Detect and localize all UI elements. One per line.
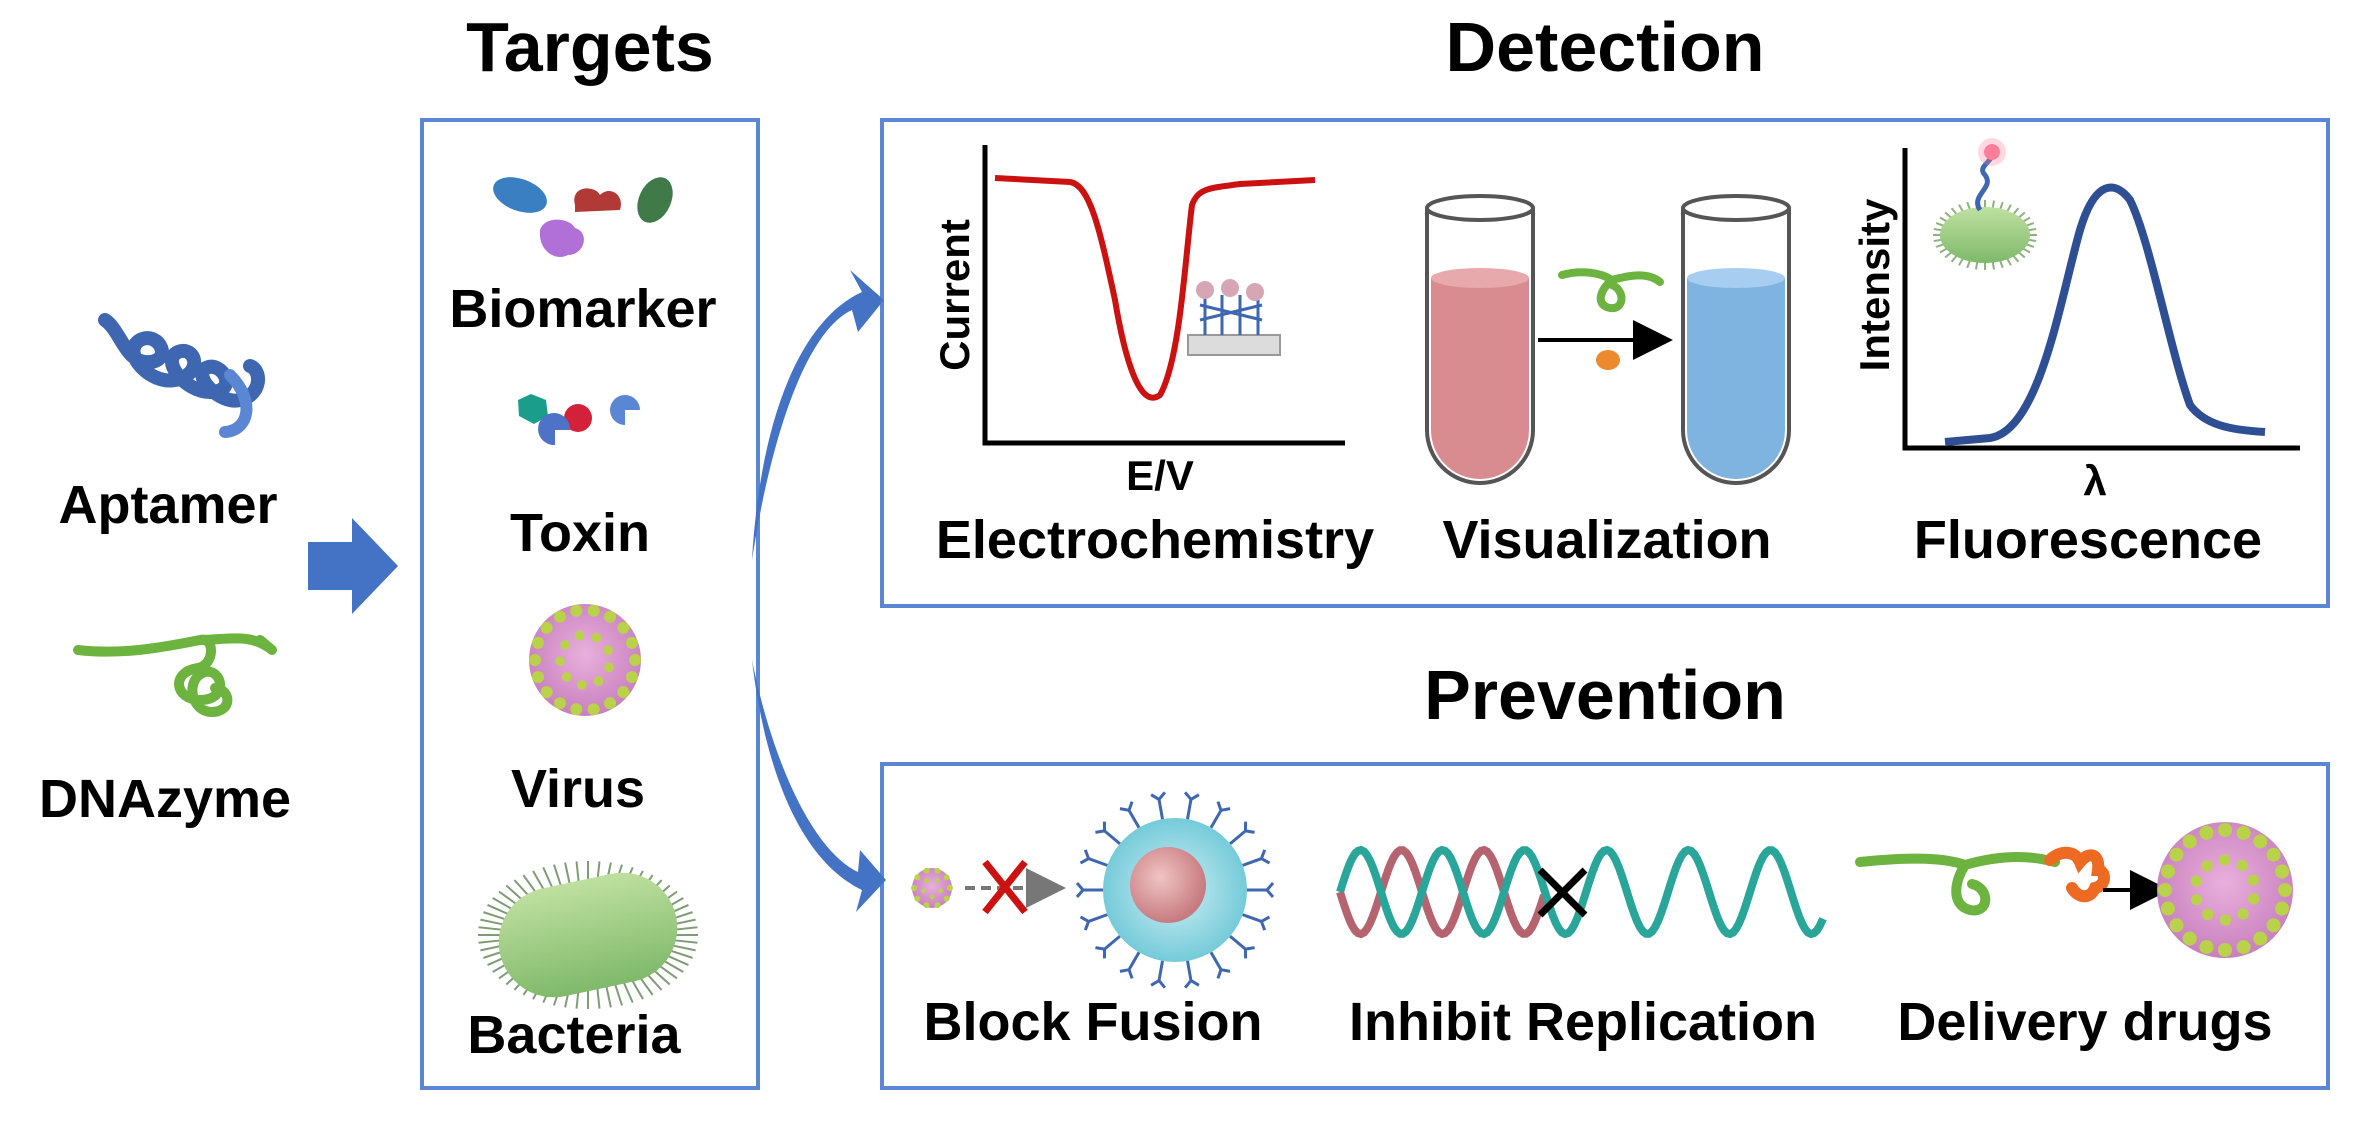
virus-icon [529,604,641,716]
prevention-inhibit-replication: Inhibit Replication [1349,992,1817,1052]
targets-box [420,118,760,1090]
dnazyme-icon [73,633,277,717]
fluorescence-ylabel: Intensity [1851,198,1898,372]
target-bacteria: Bacteria [467,1005,681,1065]
toxin-icon [518,394,640,446]
aptamer-icon [98,313,265,438]
visualization-tubes [1425,194,1791,485]
visualization-label: Visualization [1442,510,1772,570]
fluorescence-plot [1902,138,2300,451]
biomarker-icon [493,177,673,258]
target-biomarker: Biomarker [449,279,717,339]
inhibit-replication-graphic [1336,845,1827,939]
prevention-delivery-drugs: Delivery drugs [1897,992,2273,1052]
detection-box [880,118,2330,608]
arrow-to-detection [752,270,884,560]
target-virus: Virus [510,759,646,819]
prevention-box [880,762,2330,1090]
arrow-right-icon [308,518,398,614]
electrochemistry-label: Electrochemistry [935,510,1375,570]
arrow-to-prevention [752,660,886,912]
electrochemistry-plot [982,145,1345,446]
electrochemistry-ylabel: Current [931,219,978,371]
bacteria-icon [478,861,698,1009]
fluorescence-xlabel: λ [2083,457,2107,504]
targets-heading: Targets [466,8,714,86]
dnazyme-label: DNAzyme [38,769,292,829]
target-toxin: Toxin [510,503,650,563]
fluorescence-label: Fluorescence [1913,510,2263,570]
prevention-block-fusion: Block Fusion [923,992,1263,1052]
delivery-drugs-graphic [1855,822,2293,958]
detection-heading: Detection [1445,8,1765,86]
electrochemistry-xlabel: E/V [1126,452,1194,499]
aptamer-label: Aptamer [58,475,278,535]
prevention-heading: Prevention [1424,656,1786,734]
block-fusion-graphic [911,791,1275,989]
